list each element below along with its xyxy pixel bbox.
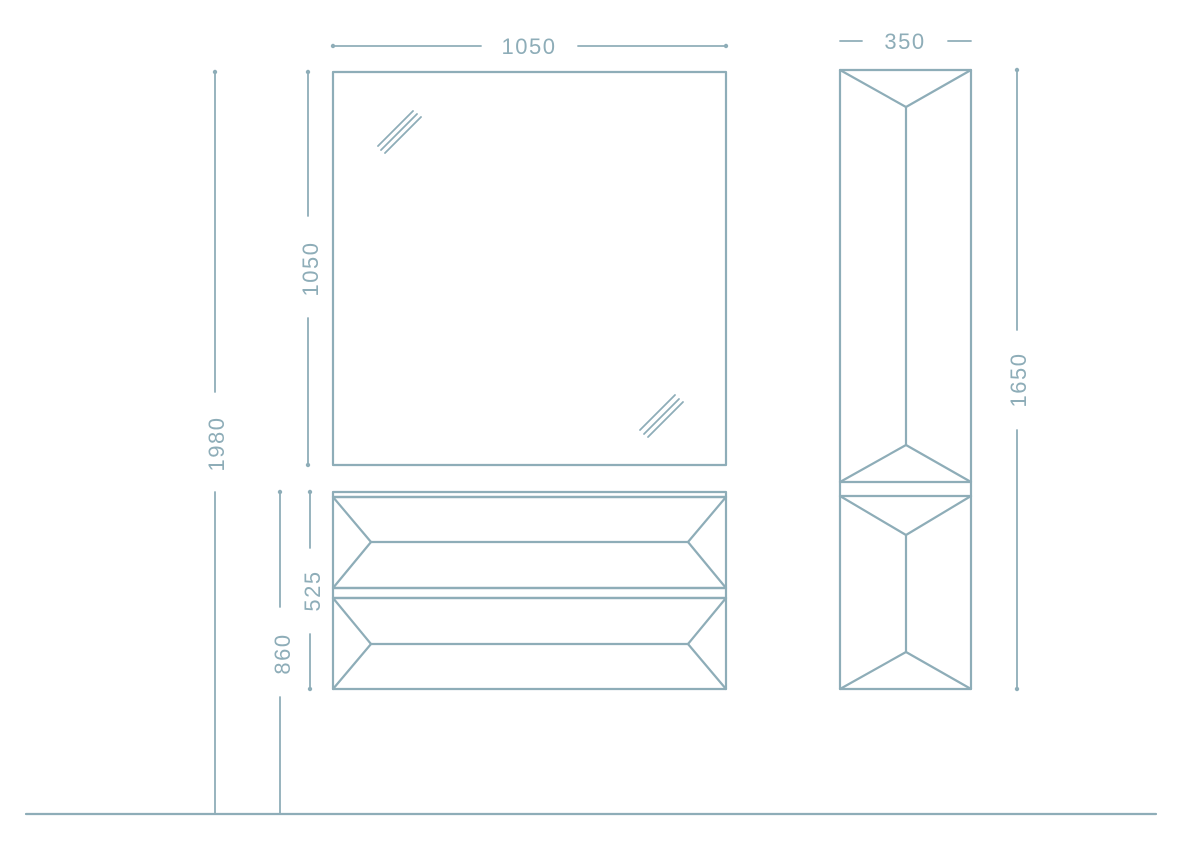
- mirror-reflection-mark-top: [377, 110, 422, 154]
- total-height-label: 1980: [204, 417, 229, 472]
- column-frame: [838, 68, 973, 691]
- dimension-column-height: 1650: [1006, 67, 1031, 692]
- column-height-label: 1650: [1006, 353, 1031, 408]
- vanity-mount-height-label: 860: [270, 633, 295, 674]
- column-door-lower: [838, 494, 973, 691]
- dimension-total-height: 1980: [204, 69, 229, 815]
- vanity-unit: [331, 490, 728, 691]
- vanity-height-label: 525: [300, 570, 325, 611]
- dimension-mirror-height: 1050: [298, 69, 323, 468]
- tall-column-unit: [838, 68, 973, 691]
- dimension-mirror-width: 1050: [330, 34, 729, 59]
- vanity-middle-rail: [331, 586, 728, 600]
- dimension-vanity-mount-height: 860: [270, 489, 295, 815]
- vanity-drawer-lower: [331, 596, 728, 691]
- mirror-frame: [331, 70, 728, 467]
- column-width-label: 350: [884, 29, 925, 54]
- mirror: [331, 70, 728, 467]
- column-door-upper: [838, 68, 973, 484]
- mirror-reflection-mark-bottom: [639, 394, 684, 438]
- mirror-height-label: 1050: [298, 242, 323, 297]
- vanity-drawer-upper: [331, 495, 728, 590]
- mirror-width-label: 1050: [502, 34, 557, 59]
- dimension-column-width: 350: [839, 29, 972, 54]
- dimension-vanity-height: 525: [300, 489, 325, 692]
